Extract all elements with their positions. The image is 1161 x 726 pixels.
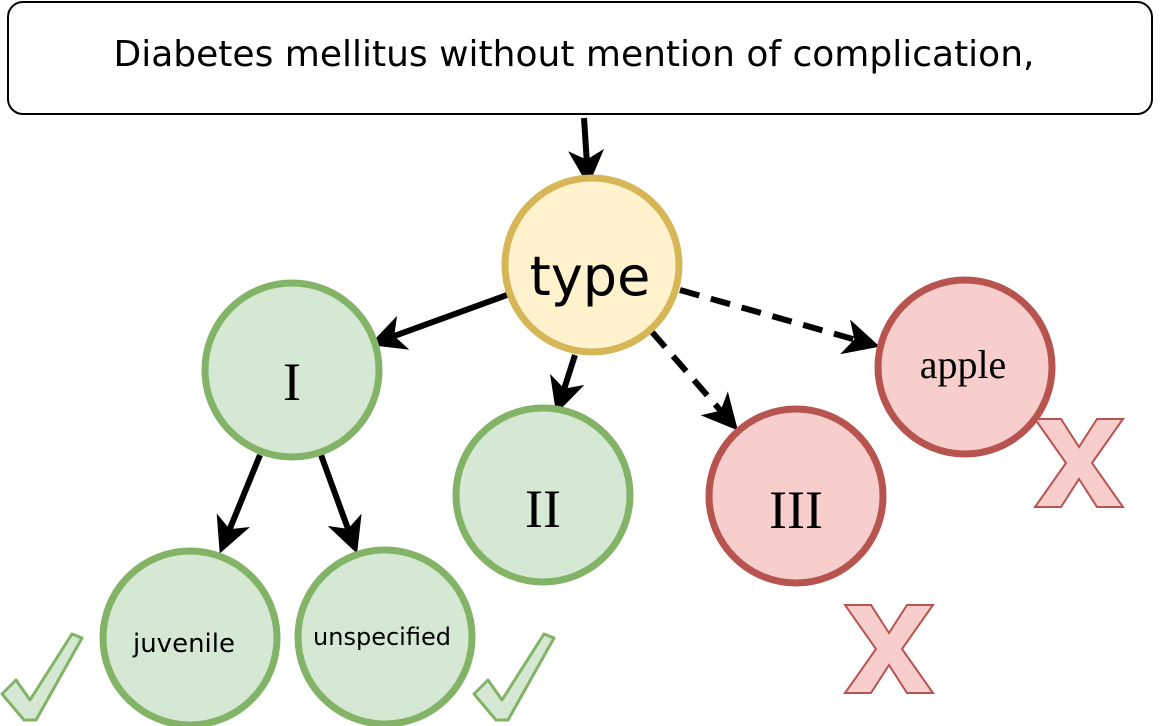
cross-icon <box>843 604 935 694</box>
node-apple: apple <box>874 276 1056 458</box>
node-type-III-label: III <box>769 480 823 540</box>
node-type-I-label: I <box>283 352 301 412</box>
node-juvenile-label: juvenile <box>132 629 235 659</box>
edge-I-juvenile <box>216 453 263 554</box>
node-juvenile: juvenile <box>99 547 281 726</box>
edges <box>216 117 880 554</box>
edge-type-apple <box>679 287 880 355</box>
cross-icon <box>1033 418 1125 508</box>
node-unspecified: unspecified <box>294 546 476 726</box>
check-icon <box>472 632 556 722</box>
node-type-I: I <box>201 279 383 461</box>
edge-prompt-type <box>568 117 605 186</box>
edge-type-II <box>550 354 585 414</box>
prompt-text: Diabetes mellitus without mention of com… <box>114 34 1035 75</box>
check-icon <box>0 632 84 722</box>
node-type-III: III <box>705 405 887 587</box>
edge-type-III <box>649 330 738 431</box>
edge-I-unspecified <box>318 453 362 554</box>
node-type-II: II <box>452 404 634 586</box>
node-type: type <box>501 174 683 356</box>
node-apple-label: apple <box>920 342 1007 387</box>
prompt-box: Diabetes mellitus without mention of com… <box>7 1 1153 115</box>
edge-type-I <box>369 291 512 350</box>
node-type-II-label: II <box>525 479 561 539</box>
node-unspecified-label: unspecified <box>313 623 451 651</box>
node-type-label: type <box>530 245 651 308</box>
